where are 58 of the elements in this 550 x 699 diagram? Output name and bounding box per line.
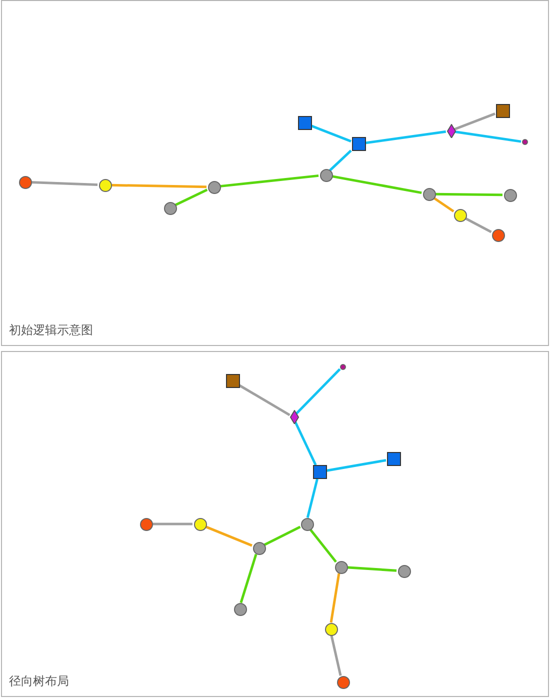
connector-line xyxy=(238,384,290,416)
circle-node xyxy=(398,564,410,578)
connector-line xyxy=(454,130,522,143)
diagram-panel xyxy=(1,351,549,697)
circle-node xyxy=(334,560,348,574)
circle-node xyxy=(194,518,206,530)
connector-line xyxy=(263,526,301,546)
circle-node xyxy=(164,202,176,214)
connector-line xyxy=(240,554,258,604)
square-node xyxy=(226,374,240,388)
connector-line xyxy=(330,635,342,676)
connector-line xyxy=(294,420,317,466)
connector-line xyxy=(432,196,454,212)
circle-node xyxy=(18,176,32,188)
square-node xyxy=(298,116,312,130)
connector-line xyxy=(309,528,337,563)
circle-node xyxy=(300,518,314,530)
connector-line xyxy=(346,566,397,572)
circle-node xyxy=(324,622,338,636)
panel-caption: 初始逻辑示意图 xyxy=(9,322,93,339)
panel-caption: 径向树布局 xyxy=(9,673,69,690)
connector-line xyxy=(219,174,319,188)
connector-line xyxy=(326,459,386,472)
connector-line xyxy=(152,522,192,526)
connector-line xyxy=(204,525,252,547)
connector-line xyxy=(464,216,492,234)
connector-line xyxy=(330,573,340,623)
circle-node xyxy=(340,364,346,370)
connector-line xyxy=(110,184,207,188)
circle-node xyxy=(492,228,504,242)
circle-node xyxy=(422,188,436,200)
connector-line xyxy=(364,130,446,144)
circle-node xyxy=(252,542,266,554)
connector-line xyxy=(174,188,208,206)
circle-node xyxy=(320,168,332,182)
square-node xyxy=(387,452,401,466)
circle-node xyxy=(208,180,220,194)
circle-node xyxy=(454,208,466,222)
connector-line xyxy=(328,150,352,172)
diamond-node xyxy=(290,410,298,424)
diagram-panel xyxy=(1,0,549,346)
connector-line xyxy=(331,174,422,194)
circle-node xyxy=(336,676,350,688)
connector-line xyxy=(434,192,503,196)
square-node xyxy=(352,137,366,151)
circle-node xyxy=(140,518,152,530)
circle-node xyxy=(234,602,246,616)
diamond-node xyxy=(446,124,456,138)
circle-node xyxy=(522,139,528,145)
circle-node xyxy=(98,178,112,192)
connector-line xyxy=(294,368,341,416)
square-node xyxy=(496,104,510,118)
connector-line xyxy=(306,478,318,518)
connector-line xyxy=(453,112,496,131)
connector-line xyxy=(310,124,352,142)
circle-node xyxy=(504,188,516,202)
connector-line xyxy=(30,181,98,186)
square-node xyxy=(313,465,327,479)
